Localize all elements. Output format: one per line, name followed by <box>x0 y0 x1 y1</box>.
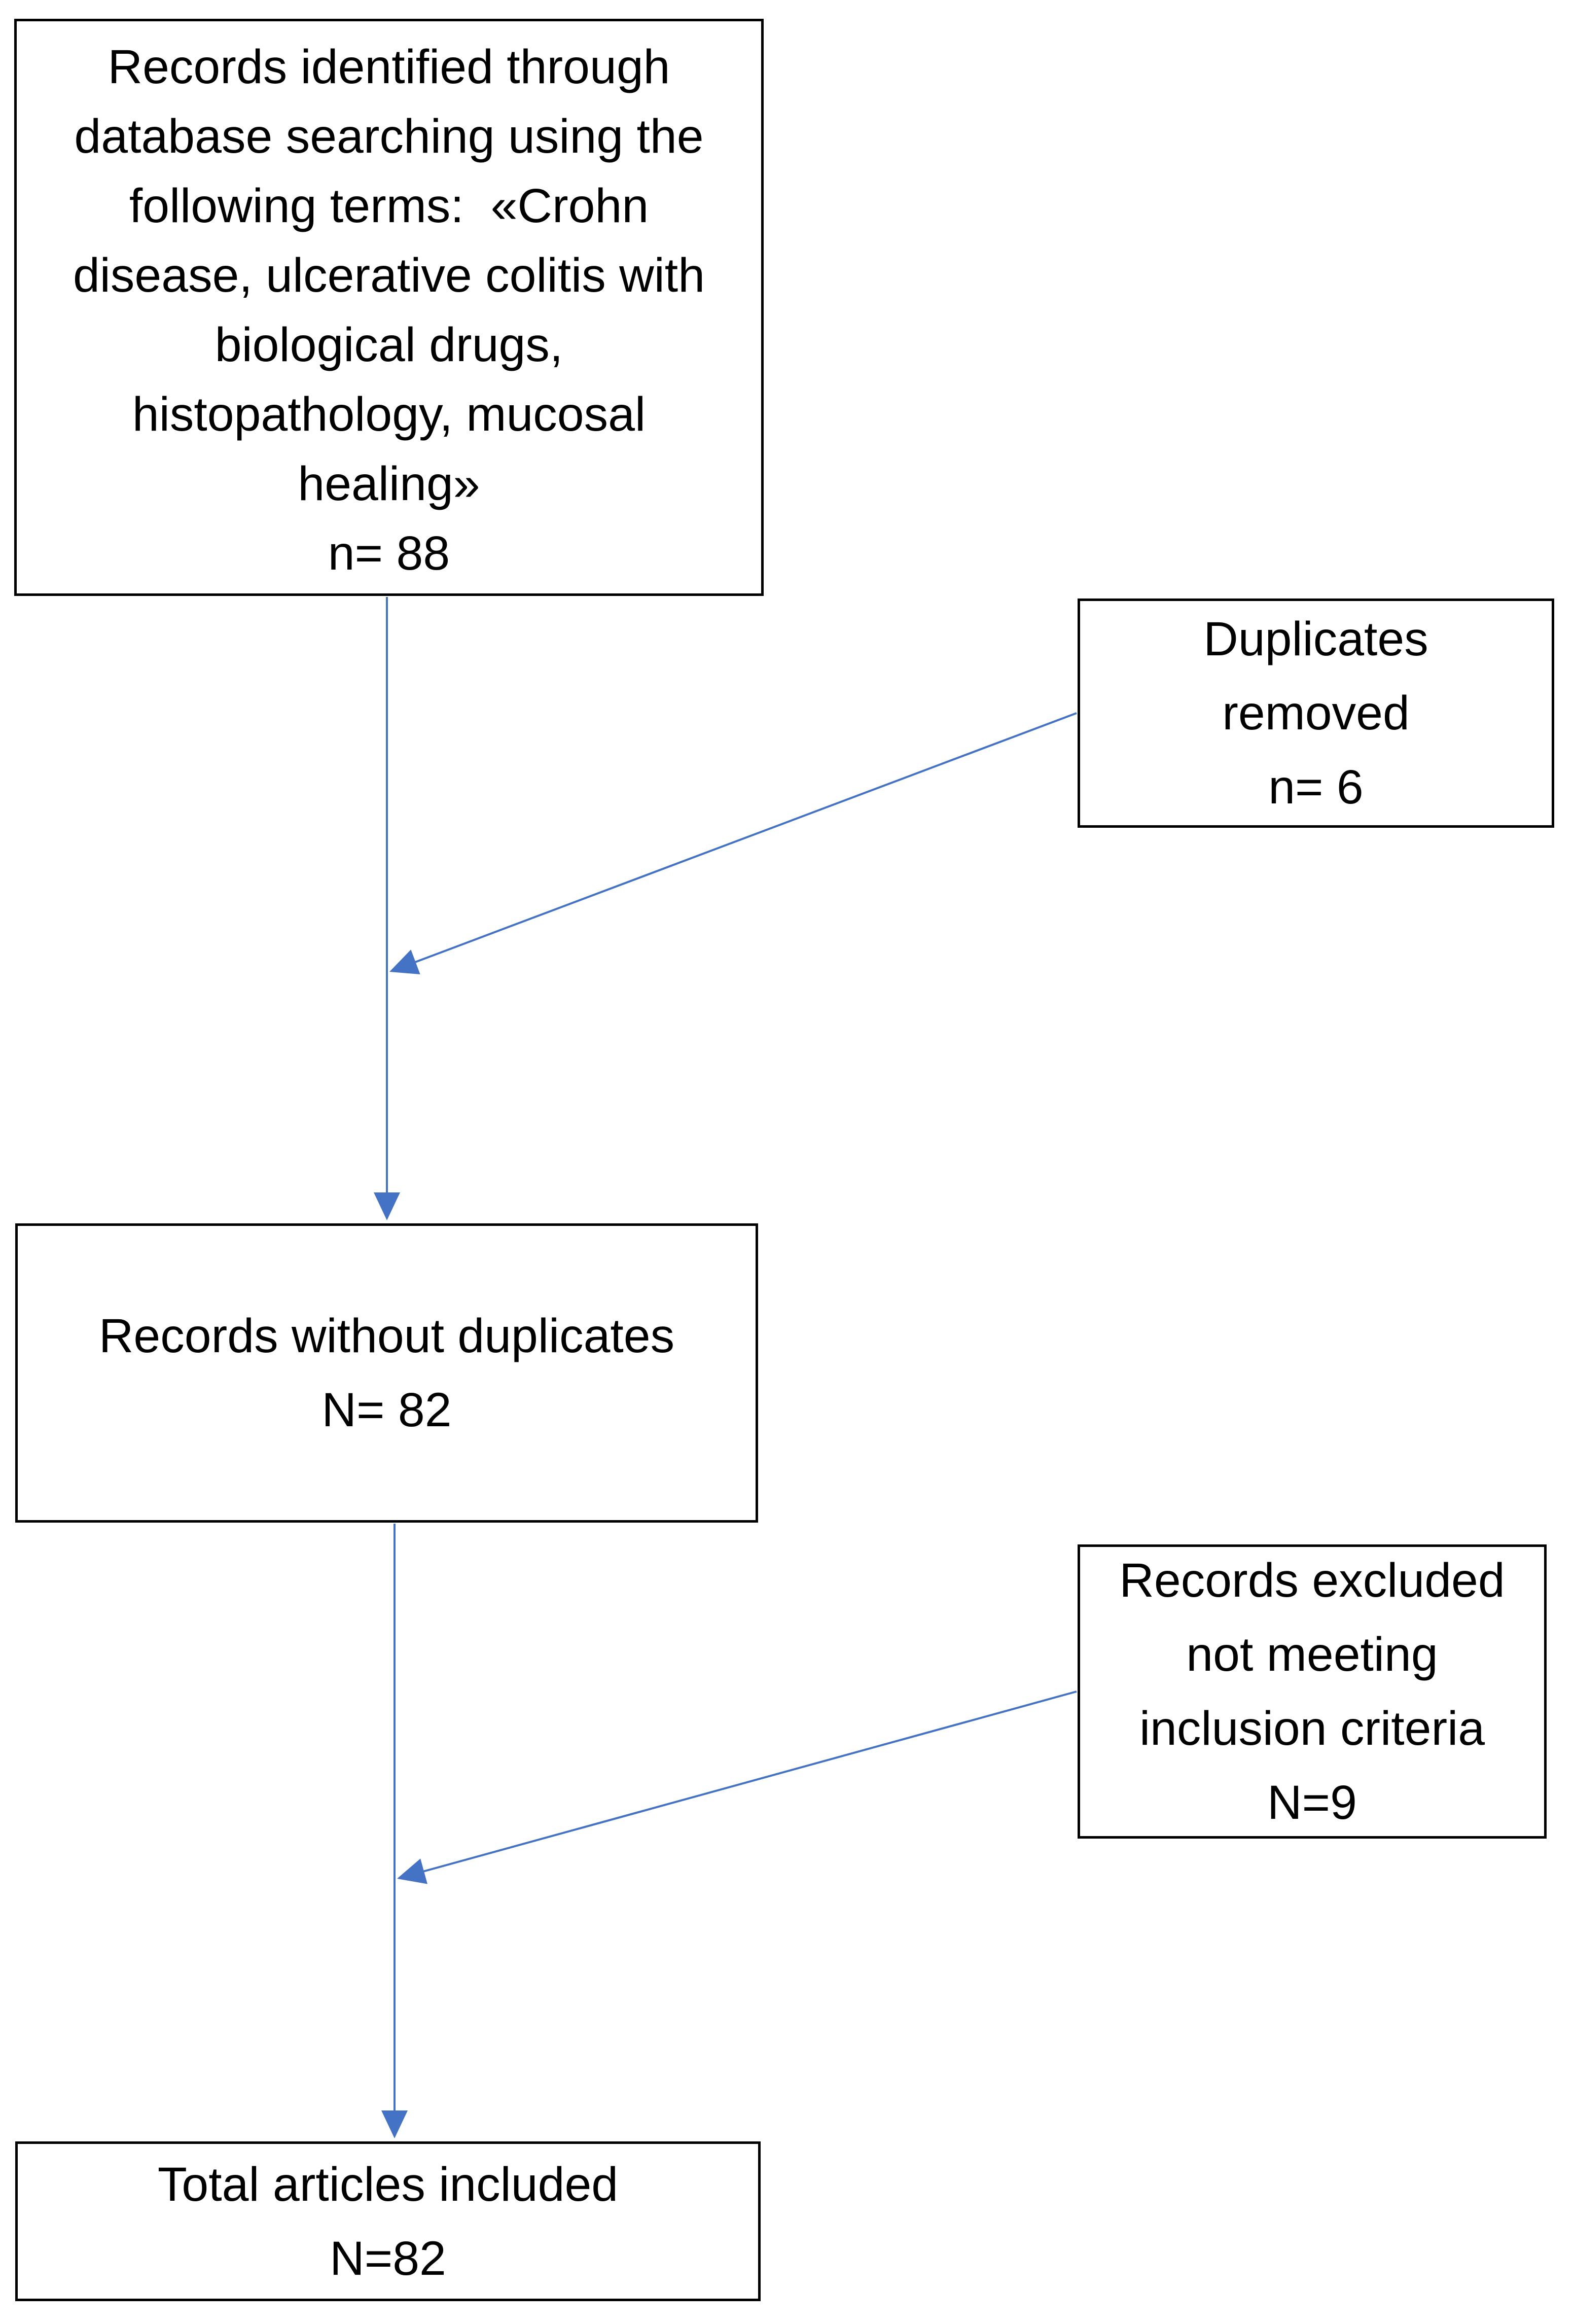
box-total-articles-included: Total articles included N=82 <box>15 2141 761 2301</box>
arrow-duplicates-removed-to-flow <box>389 712 1077 974</box>
box-duplicates-removed-label: Duplicates removed n= 6 <box>1203 612 1428 814</box>
box-duplicates-removed: Duplicates removed n= 6 <box>1078 598 1554 828</box>
box-total-articles-included-label: Total articles included N=82 <box>157 2157 619 2285</box>
arrow-records-excluded-to-flow <box>397 1691 1077 1884</box>
box-records-excluded: Records excluded not meeting inclusion c… <box>1078 1544 1547 1839</box>
box-records-without-duplicates-label: Records without duplicates N= 82 <box>98 1309 675 1437</box>
box-records-excluded-label: Records excluded not meeting inclusion c… <box>1119 1554 1505 1829</box>
arrow-without-duplicates-to-included <box>381 1524 408 2138</box>
box-records-identified: Records identified through database sear… <box>14 19 764 596</box>
box-records-without-duplicates: Records without duplicates N= 82 <box>15 1223 758 1523</box>
arrow-identified-to-without-duplicates <box>374 597 400 1220</box>
box-records-identified-label: Records identified through database sear… <box>73 40 705 580</box>
